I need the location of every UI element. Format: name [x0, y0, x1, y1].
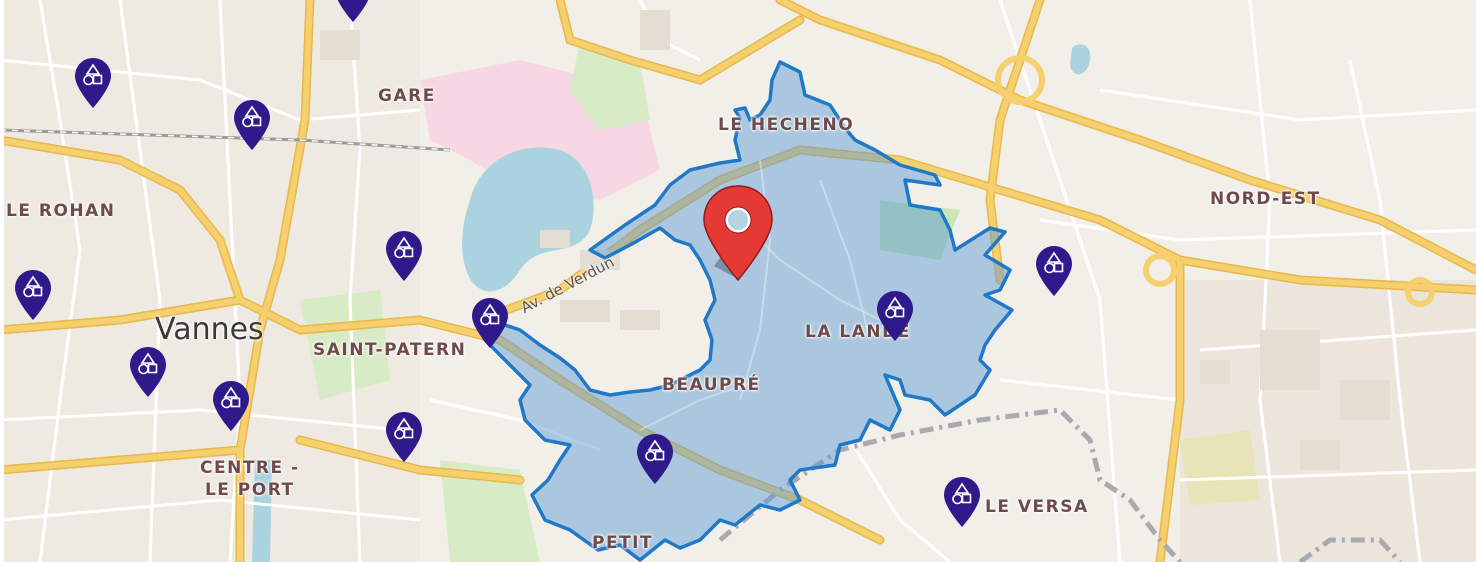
school-poi-marker[interactable]: [384, 410, 424, 464]
district-label-gare: GARE: [378, 86, 436, 106]
school-poi-marker[interactable]: [211, 379, 251, 433]
pond: [1070, 44, 1091, 75]
admin-boundary: [718, 407, 1182, 562]
city-label-vannes: Vannes: [155, 312, 264, 347]
school-poi-marker[interactable]: [128, 345, 168, 399]
school-shapes-icon: [75, 58, 111, 108]
school-shapes-icon: [15, 270, 51, 320]
school-poi-marker[interactable]: [470, 296, 510, 350]
school-poi-marker[interactable]: [333, 0, 373, 24]
school-shapes-icon: [944, 477, 980, 527]
buildings: [320, 10, 1390, 470]
district-label-le-hecheno: LE HECHENO: [718, 115, 855, 135]
district-label-centre-le-port: CENTRE - LE PORT: [200, 458, 300, 500]
park-area: [1180, 430, 1260, 505]
park-area: [300, 290, 390, 400]
district-label-le-rohan: LE ROHAN: [6, 201, 116, 221]
school-shapes-icon: [637, 434, 673, 484]
selected-location-marker[interactable]: [700, 184, 776, 284]
school-shapes-icon: [337, 0, 369, 22]
lake: [462, 147, 594, 292]
school-shapes-icon: [234, 100, 270, 150]
school-shapes-icon: [1036, 246, 1072, 296]
school-shapes-icon: [213, 381, 249, 431]
school-poi-marker[interactable]: [384, 229, 424, 283]
park-area: [880, 200, 960, 260]
location-pin-icon: [703, 185, 773, 282]
park-area: [440, 460, 540, 562]
school-poi-marker[interactable]: [232, 98, 272, 152]
school-poi-marker[interactable]: [635, 432, 675, 486]
school-poi-marker[interactable]: [875, 289, 915, 343]
school-poi-marker[interactable]: [13, 268, 53, 322]
district-label-beaupre: BEAUPRÉ: [662, 375, 761, 395]
district-label-saint-patern: SAINT-PATERN: [313, 340, 467, 360]
river: [252, 460, 272, 562]
school-poi-marker[interactable]: [1034, 244, 1074, 298]
district-label-le-versa: LE VERSA: [985, 497, 1089, 517]
school-shapes-icon: [877, 291, 913, 341]
district-label-la-lande: LA LANDE: [805, 322, 911, 342]
school-shapes-icon: [472, 298, 508, 348]
district-label-petit: PETIT: [592, 533, 654, 553]
school-shapes-icon: [386, 231, 422, 281]
school-shapes-icon: [386, 412, 422, 462]
school-poi-marker[interactable]: [942, 475, 982, 529]
district-label-nord-est: NORD-EST: [1210, 189, 1321, 209]
roundabouts: [995, 55, 1435, 307]
school-poi-marker[interactable]: [73, 56, 113, 110]
school-shapes-icon: [130, 347, 166, 397]
isochrone-area: [483, 60, 1014, 562]
